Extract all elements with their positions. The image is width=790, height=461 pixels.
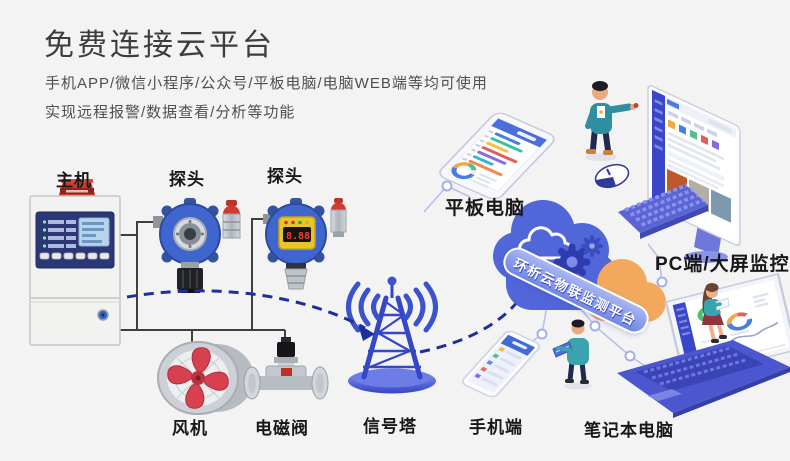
probe2-beacon-icon — [330, 198, 347, 237]
probe1-beacon-icon — [222, 200, 241, 239]
keyboard — [618, 183, 708, 239]
label-probe2: 探头 — [267, 167, 303, 186]
signal-waves-icon — [346, 281, 438, 333]
label-laptop: 笔记本电脑 — [584, 421, 674, 440]
connector-nodes — [441, 180, 668, 362]
exhaust-fan — [157, 341, 254, 415]
solenoid-valve — [243, 337, 329, 400]
label-probe1: 探头 — [169, 170, 205, 189]
label-fan: 风机 — [172, 419, 208, 438]
pc-workstation — [585, 81, 741, 263]
page-title: 免费连接云平台 — [44, 29, 275, 62]
label-valve: 电磁阀 — [255, 419, 309, 438]
subtitle-line1: 手机APP/微信小程序/公众号/平板电脑/电脑WEB端等均可使用 — [45, 75, 488, 92]
person-sitting — [702, 283, 730, 343]
signal-flow-arrows — [126, 285, 529, 354]
tablet-device — [439, 112, 555, 200]
label-phone: 手机端 — [469, 418, 523, 437]
person-with-laptop — [552, 319, 592, 390]
host-controller — [29, 179, 121, 346]
label-host: 主机 — [56, 171, 92, 190]
mouse-icon — [594, 163, 630, 189]
gear-small-icon — [581, 235, 603, 257]
gas-probe-2: 8.88 — [263, 198, 347, 290]
phone-app-list — [474, 346, 522, 387]
laptop-device — [617, 272, 790, 418]
person-pointing — [585, 81, 639, 161]
probe2-display: 8.88 — [286, 231, 310, 242]
tablet-donut-chart — [451, 162, 477, 180]
signal-tower — [346, 276, 438, 394]
phone-device — [461, 330, 541, 398]
label-tower: 信号塔 — [363, 417, 417, 436]
laptop-base — [617, 340, 790, 418]
fan-blades-icon — [167, 347, 229, 409]
label-pc: PC端/大屏监控 — [655, 254, 790, 275]
label-tablet: 平板电脑 — [445, 198, 526, 219]
subtitle-line2: 实现远程报警/数据查看/分析等功能 — [45, 104, 296, 121]
tablet-bar-chart — [461, 130, 523, 177]
gas-probe-1 — [153, 198, 241, 293]
